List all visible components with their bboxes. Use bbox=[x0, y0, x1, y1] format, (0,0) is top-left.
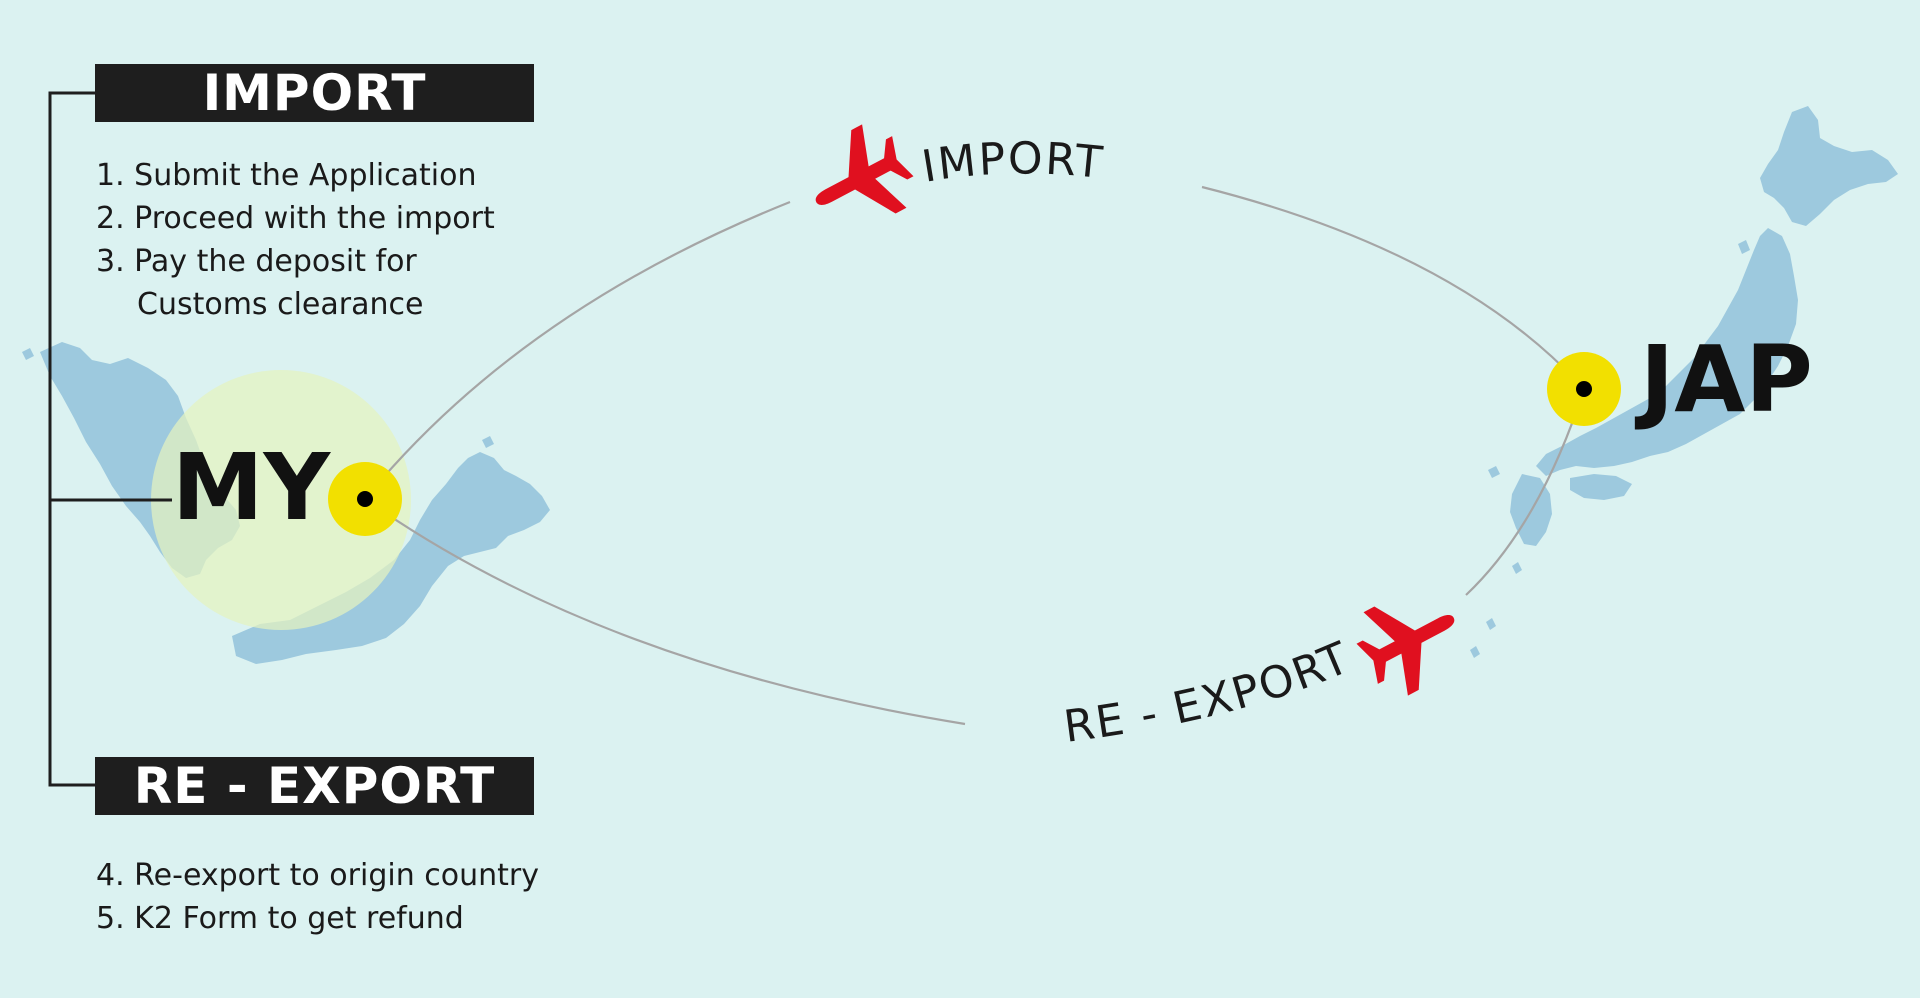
connector-bracket bbox=[48, 91, 172, 787]
location-dot-icon bbox=[328, 462, 402, 536]
ryukyu-island-2 bbox=[1512, 562, 1522, 574]
shikoku-land bbox=[1570, 474, 1632, 500]
step-3-continued: Customs clearance bbox=[137, 287, 424, 322]
reexport-header-title: RE - EXPORT bbox=[133, 757, 496, 815]
sado-island bbox=[1738, 240, 1750, 254]
penang-island bbox=[22, 348, 34, 360]
step-4: 4. Re-export to origin country bbox=[96, 858, 539, 893]
step-5: 5. K2 Form to get refund bbox=[96, 901, 464, 936]
hokkaido-land bbox=[1760, 106, 1898, 226]
destination-country-label: JAP bbox=[1640, 326, 1813, 433]
reexport-header: RE - EXPORT bbox=[95, 757, 534, 815]
import-header-title: IMPORT bbox=[202, 64, 427, 122]
borneo-island bbox=[482, 436, 494, 448]
airplane-icon bbox=[815, 124, 914, 214]
honshu-land bbox=[1536, 228, 1798, 476]
ryukyu-island-3 bbox=[1486, 618, 1496, 630]
reexport-route-line-b bbox=[364, 498, 966, 726]
location-dot-icon bbox=[1547, 352, 1621, 426]
airplane-icon bbox=[1356, 606, 1455, 696]
reexport-route-label: RE - EXPORT bbox=[1061, 632, 1358, 753]
import-route-line-a bbox=[364, 200, 791, 500]
step-1: 1. Submit the Application bbox=[96, 158, 477, 193]
ryukyu-island-4 bbox=[1470, 646, 1480, 658]
step-3: 3. Pay the deposit for bbox=[96, 244, 417, 279]
reexport-steps-list: 4. Re-export to origin country 5. K2 For… bbox=[96, 854, 539, 940]
ryukyu-island-1 bbox=[1488, 466, 1500, 478]
import-header: IMPORT bbox=[95, 64, 534, 122]
step-2: 2. Proceed with the import bbox=[96, 201, 495, 236]
import-route-line-b bbox=[1201, 185, 1585, 390]
import-steps-list: 1. Submit the Application 2. Proceed wit… bbox=[96, 154, 495, 326]
import-route-label: IMPORT bbox=[918, 133, 1106, 192]
origin-halo bbox=[151, 370, 411, 630]
origin-country-label: MY bbox=[172, 434, 331, 541]
